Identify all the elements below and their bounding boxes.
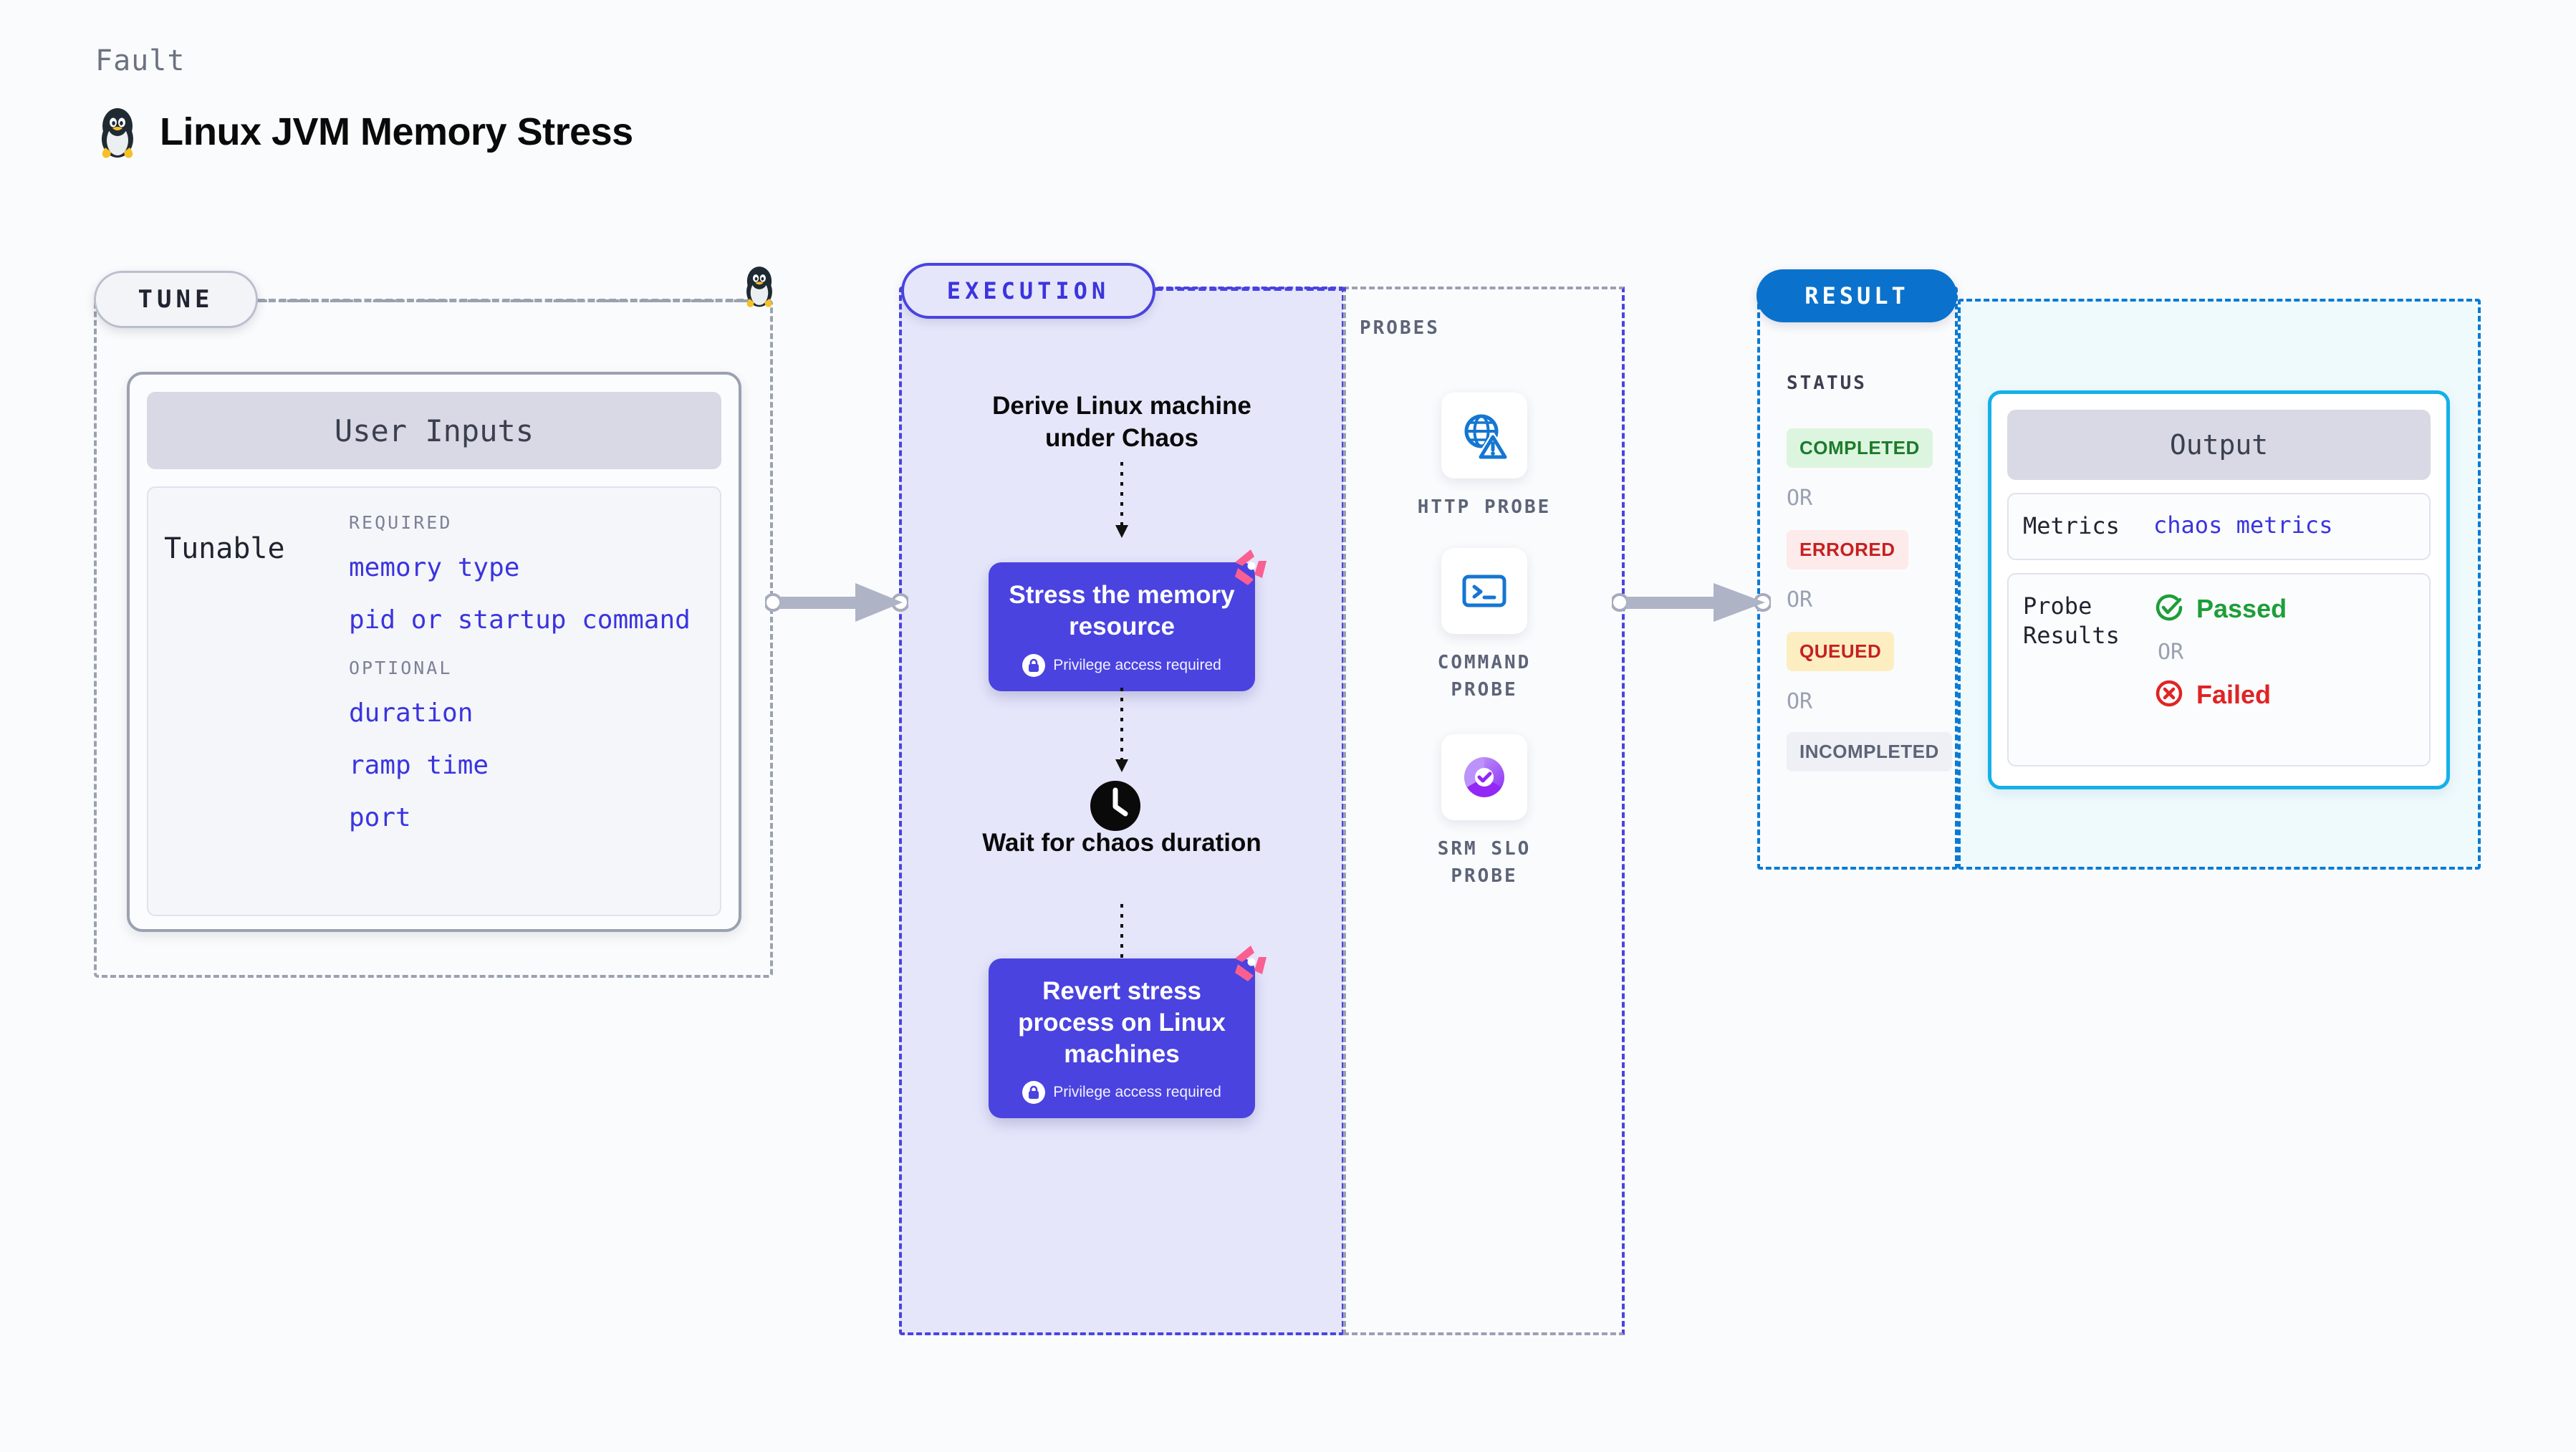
clock-icon [1087, 777, 1144, 838]
metrics-label: Metrics [2023, 512, 2120, 539]
output-card: Output Metrics chaos metrics Probe Resul… [1988, 390, 2450, 789]
title-row: Linux JVM Memory Stress [95, 105, 633, 159]
execution-card-title: Revert stress process on Linux machines [1018, 977, 1226, 1068]
privilege-note: Privilege access required [1003, 1081, 1241, 1105]
status-or-3: OR [1787, 689, 1813, 714]
probe-http[interactable]: HTTP PROBE [1398, 393, 1570, 521]
privilege-note: Privilege access required [1003, 653, 1241, 677]
output-row-metrics: Metrics chaos metrics [2007, 493, 2431, 560]
status-or-2: OR [1787, 587, 1813, 612]
tux-penguin-icon-small [741, 264, 778, 312]
page-header: Fault Linux JVM Memory Stress [95, 44, 633, 159]
passed-label: Passed [2196, 594, 2287, 624]
dotted-arrow-2 [1107, 688, 1136, 777]
privilege-note-text: Privilege access required [1053, 656, 1221, 673]
litmus-chaos-icon [1231, 943, 1271, 986]
tux-penguin-icon [95, 105, 140, 159]
tunable-panel: Tunable REQUIRED memory type pid or star… [147, 486, 721, 916]
tunable-memory-type[interactable]: memory type [349, 553, 520, 582]
probe-command-label: COMMAND PROBE [1437, 652, 1532, 701]
probe-result-or: OR [2158, 639, 2184, 665]
litmus-chaos-icon [1231, 547, 1271, 590]
dotted-arrow-1 [1107, 462, 1136, 543]
probe-srm-slo-label: SRM SLO PROBE [1437, 838, 1532, 887]
tunable-ramp-time[interactable]: ramp time [349, 751, 489, 780]
execution-dash-connector [1155, 287, 1346, 291]
probe-result-failed: Failed [2153, 678, 2287, 713]
terminal-icon [1441, 548, 1527, 634]
result-status-boundary [1757, 287, 1958, 870]
status-badge-completed: COMPLETED [1787, 428, 1933, 468]
output-title: Output [2007, 410, 2431, 480]
required-group-label: REQUIRED [349, 512, 453, 533]
execution-badge[interactable]: EXECUTION [901, 263, 1155, 319]
x-circle-icon [2153, 678, 2185, 713]
arrow-execution-to-result [1610, 580, 1772, 628]
execution-step-wait: Wait for chaos duration [982, 829, 1261, 857]
status-label: STATUS [1787, 372, 1867, 394]
status-badge-queued: QUEUED [1787, 632, 1895, 671]
tunable-label: Tunable [164, 532, 285, 565]
output-row-probe-results: Probe Results Passed OR [2007, 572, 2431, 766]
tune-dash-connector [258, 299, 765, 302]
tunable-port[interactable]: port [349, 803, 411, 832]
tune-badge[interactable]: TUNE [94, 271, 258, 328]
probe-results-values: Passed OR Failed [2153, 592, 2287, 713]
probe-command[interactable]: COMMAND PROBE [1398, 548, 1570, 703]
page-title: Linux JVM Memory Stress [160, 110, 633, 153]
slo-donut-check-icon [1441, 734, 1527, 820]
fault-label: Fault [95, 44, 186, 77]
tunable-duration[interactable]: duration [349, 698, 474, 728]
check-circle-icon [2153, 592, 2185, 627]
probe-srm-slo[interactable]: SRM SLO PROBE [1398, 734, 1570, 890]
metrics-value[interactable]: chaos metrics [2153, 511, 2333, 539]
execution-step-derive: Derive Linux machine under Chaos [992, 392, 1251, 452]
result-badge[interactable]: RESULT [1756, 269, 1957, 322]
probes-section-label: PROBES [1360, 317, 1440, 339]
globe-warning-icon [1441, 393, 1527, 479]
failed-label: Failed [2196, 680, 2272, 710]
probe-result-passed: Passed [2153, 592, 2287, 627]
probe-http-label: HTTP PROBE [1417, 496, 1552, 518]
optional-group-label: OPTIONAL [349, 658, 453, 678]
status-or-1: OR [1787, 486, 1813, 511]
lock-icon [1022, 653, 1046, 677]
user-inputs-card: User Inputs Tunable REQUIRED memory type… [127, 372, 741, 932]
tunable-list: REQUIRED memory type pid or startup comm… [349, 512, 698, 915]
execution-card-title: Stress the memory resource [1009, 581, 1235, 640]
privilege-note-text: Privilege access required [1053, 1084, 1221, 1101]
user-inputs-title: User Inputs [147, 392, 721, 469]
status-badge-errored: ERRORED [1787, 530, 1908, 569]
probe-results-label: Probe Results [2023, 592, 2120, 650]
status-badge-incompleted: INCOMPLETED [1787, 732, 1952, 771]
execution-card-revert-stress[interactable]: Revert stress process on Linux machines … [989, 946, 1267, 1119]
execution-card-stress-memory[interactable]: Stress the memory resource Privilege acc… [989, 549, 1267, 691]
lock-icon [1022, 1081, 1046, 1105]
arrow-tune-to-execution [764, 580, 910, 628]
tunable-pid-or-startup-command[interactable]: pid or startup command [349, 605, 691, 635]
